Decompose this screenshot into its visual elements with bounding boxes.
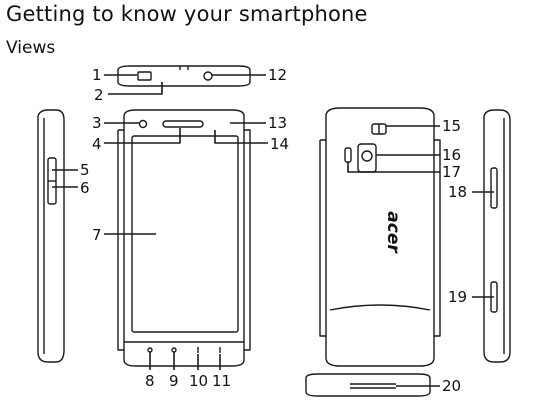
callout-label-12: 12 bbox=[268, 66, 287, 84]
callout-label-3: 3 bbox=[92, 114, 102, 132]
callout-label-2: 2 bbox=[94, 86, 104, 104]
callout-label-1: 1 bbox=[92, 66, 102, 84]
callout-label-20: 20 bbox=[442, 377, 461, 395]
callout-label-13: 13 bbox=[268, 114, 287, 132]
callout-label-18: 18 bbox=[448, 183, 467, 201]
phone-right-side-view bbox=[483, 109, 511, 363]
callout-label-11: 11 bbox=[212, 372, 231, 390]
section-title: Views bbox=[6, 38, 56, 58]
callout-label-19: 19 bbox=[448, 288, 467, 306]
phone-back-view bbox=[319, 107, 441, 367]
brand-logo: acer bbox=[383, 211, 403, 254]
phone-front-view bbox=[117, 109, 251, 367]
callout-label-17: 17 bbox=[442, 163, 461, 181]
callout-label-10: 10 bbox=[189, 372, 208, 390]
page-title: Getting to know your smartphone bbox=[6, 2, 368, 26]
phone-bottom-edge-view bbox=[305, 373, 431, 397]
phone-top-edge-view bbox=[117, 65, 251, 87]
phone-left-side-view bbox=[37, 109, 65, 363]
callout-label-8: 8 bbox=[145, 372, 155, 390]
callout-label-7: 7 bbox=[92, 226, 102, 244]
callout-label-9: 9 bbox=[169, 372, 179, 390]
callout-leader-lines bbox=[52, 74, 494, 387]
callout-label-14: 14 bbox=[270, 135, 289, 153]
callout-label-16: 16 bbox=[442, 146, 461, 164]
callout-label-6: 6 bbox=[80, 179, 90, 197]
callout-label-5: 5 bbox=[80, 161, 90, 179]
callout-label-4: 4 bbox=[92, 135, 102, 153]
callout-label-15: 15 bbox=[442, 117, 461, 135]
